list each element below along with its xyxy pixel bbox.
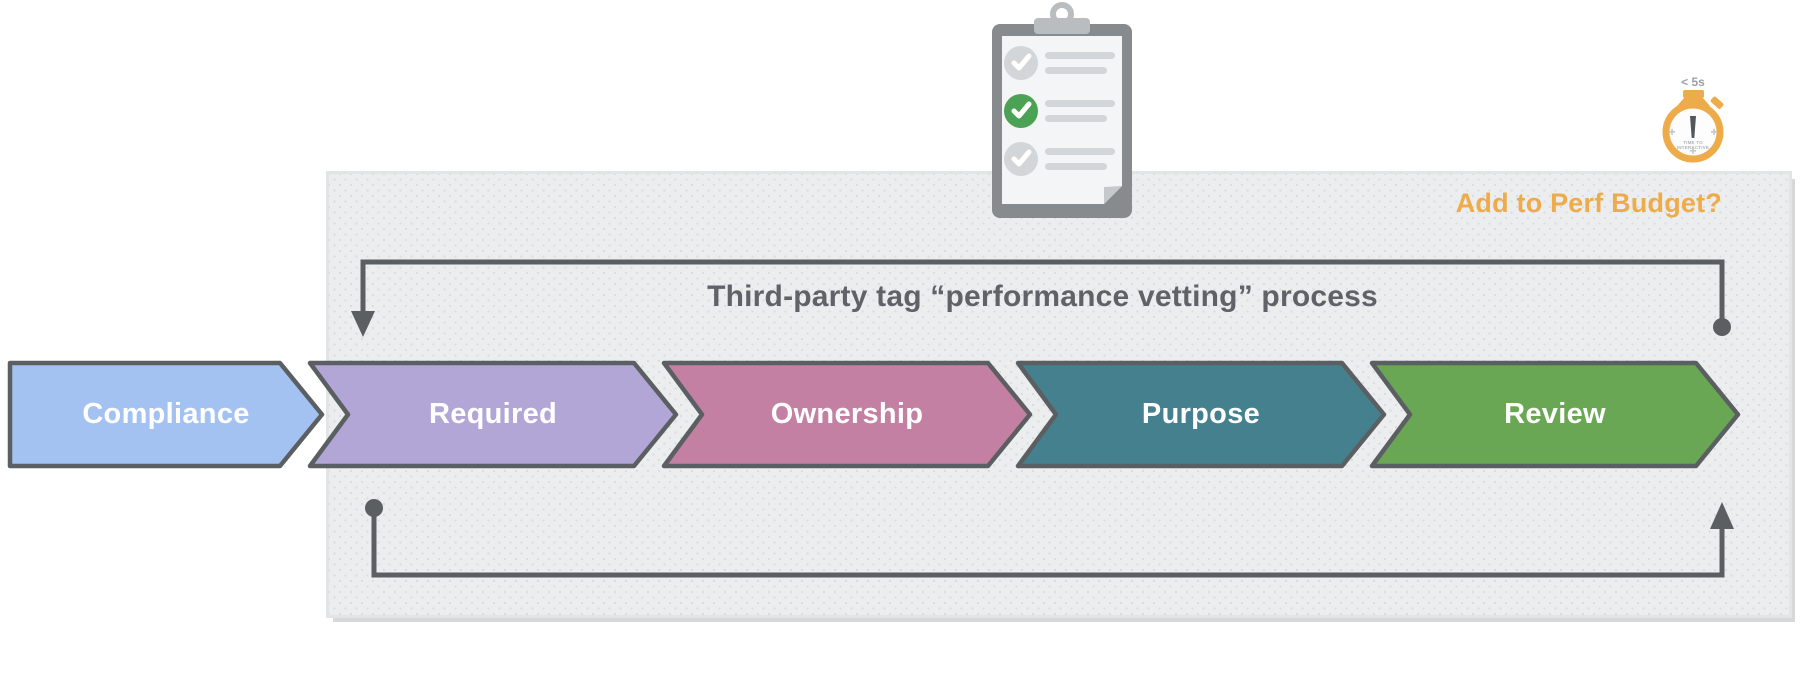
up-arrowhead-icon	[1710, 502, 1734, 529]
stage-label-purpose: Purpose	[1141, 398, 1261, 430]
checklist-clipboard-icon	[992, 2, 1132, 218]
checklist-row	[1004, 94, 1115, 128]
stage-arrow-review	[1369, 360, 1741, 469]
process-title: Third-party tag “performance vetting” pr…	[707, 280, 1378, 313]
top-loop-line	[360, 259, 1725, 320]
checklist-row	[1004, 46, 1115, 80]
bottom-return-loop	[365, 499, 1734, 578]
stopwatch-crown	[1683, 90, 1704, 98]
check-icon	[1011, 149, 1032, 167]
paper-fold	[1104, 186, 1122, 204]
dial-ticks	[1669, 128, 1717, 154]
down-arrowhead-icon	[351, 311, 375, 337]
stage-label-review: Review	[1504, 398, 1606, 430]
loop-start-dot	[365, 499, 383, 517]
stopwatch-icon: < 5s TIME TO INTERACTIVE	[1662, 75, 1724, 163]
check-icon	[1011, 53, 1032, 71]
stage-arrow-purpose	[1015, 360, 1387, 469]
clipboard-clip	[1034, 18, 1090, 34]
stopwatch-needle	[1690, 116, 1696, 138]
list-line	[1045, 100, 1115, 107]
dial-label-line1: TIME TO	[1683, 140, 1703, 145]
stage-arrow-ownership	[661, 360, 1033, 469]
dial-label-line2: INTERACTIVE	[1677, 145, 1709, 150]
list-line	[1045, 52, 1115, 59]
top-return-loop	[351, 259, 1731, 337]
stage-arrow-required	[307, 360, 679, 469]
stage-label-compliance: Compliance	[82, 398, 250, 430]
list-line	[1045, 67, 1107, 74]
stage-arrows	[7, 360, 1741, 469]
stage-label-required: Required	[428, 398, 558, 430]
stopwatch-caption: < 5s	[1681, 75, 1705, 89]
list-line	[1045, 148, 1115, 155]
checklist-row	[1004, 142, 1115, 176]
list-line	[1045, 163, 1107, 170]
loop-start-dot	[1713, 318, 1731, 336]
perf-budget-question: Add to Perf Budget?	[1455, 188, 1722, 218]
stage-label-ownership: Ownership	[770, 398, 924, 430]
bottom-loop-line	[371, 515, 1725, 578]
stopwatch-side-button	[1710, 96, 1724, 109]
stage-arrow-compliance	[7, 360, 325, 469]
check-icon	[1011, 101, 1032, 119]
list-line	[1045, 115, 1107, 122]
